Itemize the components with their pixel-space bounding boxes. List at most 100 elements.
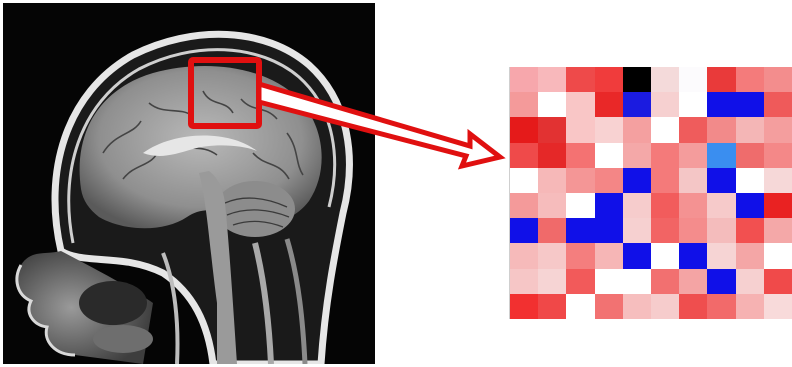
voxel-cell: [595, 67, 623, 92]
voxel-cell: [651, 92, 679, 117]
voxel-cell: [764, 67, 792, 92]
voxel-cell: [538, 67, 566, 92]
voxel-cell: [566, 92, 594, 117]
voxel-cell: [566, 67, 594, 92]
voxel-cell: [651, 67, 679, 92]
voxel-cell: [651, 143, 679, 168]
voxel-cell: [736, 143, 764, 168]
voxel-cell: [623, 193, 651, 218]
voxel-cell: [736, 218, 764, 243]
tongue: [93, 325, 153, 353]
voxel-cell: [566, 294, 594, 319]
voxel-cell: [538, 243, 566, 268]
voxel-cell: [510, 218, 538, 243]
voxel-cell: [651, 218, 679, 243]
voxel-cell: [651, 243, 679, 268]
voxel-cell: [679, 269, 707, 294]
voxel-cell: [510, 193, 538, 218]
voxel-cell: [707, 143, 735, 168]
voxel-cell: [566, 243, 594, 268]
voxel-cell: [764, 218, 792, 243]
voxel-cell: [764, 117, 792, 142]
voxel-cell: [651, 168, 679, 193]
voxel-cell: [707, 243, 735, 268]
voxel-cell: [566, 269, 594, 294]
voxel-cell: [510, 168, 538, 193]
voxel-cell: [764, 294, 792, 319]
voxel-cell: [764, 269, 792, 294]
voxel-cell: [595, 269, 623, 294]
voxel-cell: [538, 269, 566, 294]
voxel-cell: [651, 193, 679, 218]
voxel-cell: [595, 143, 623, 168]
voxel-cell: [510, 67, 538, 92]
voxel-cell: [679, 294, 707, 319]
voxel-cell: [623, 294, 651, 319]
voxel-cell: [623, 143, 651, 168]
voxel-cell: [566, 117, 594, 142]
voxel-cell: [595, 92, 623, 117]
sagittal-brain-mri-icon: [3, 3, 375, 364]
voxel-cell: [623, 168, 651, 193]
voxel-cell: [736, 168, 764, 193]
voxel-cell: [623, 218, 651, 243]
voxel-cell: [736, 243, 764, 268]
voxel-cell: [736, 117, 764, 142]
voxel-cell: [679, 143, 707, 168]
voxel-cell: [566, 193, 594, 218]
voxel-cell: [538, 193, 566, 218]
voxel-cell: [595, 294, 623, 319]
voxel-cell: [538, 117, 566, 142]
voxel-cell: [736, 67, 764, 92]
voxel-cell: [707, 67, 735, 92]
voxel-cell: [538, 218, 566, 243]
voxel-cell: [679, 193, 707, 218]
voxel-cell: [679, 168, 707, 193]
voxel-cell: [707, 117, 735, 142]
voxel-cell: [623, 117, 651, 142]
voxel-cell: [764, 193, 792, 218]
voxel-cell: [679, 92, 707, 117]
voxel-cell: [510, 117, 538, 142]
voxel-cell: [595, 193, 623, 218]
voxel-cell: [651, 294, 679, 319]
voxel-cell: [764, 92, 792, 117]
voxel-cell: [764, 168, 792, 193]
voxel-cell: [510, 92, 538, 117]
voxel-cell: [623, 269, 651, 294]
voxel-cell: [538, 168, 566, 193]
voxel-heatmap-grid: [509, 67, 792, 319]
voxel-cell: [595, 168, 623, 193]
voxel-cell: [736, 193, 764, 218]
voxel-cell: [707, 92, 735, 117]
voxel-cell: [510, 294, 538, 319]
voxel-cell: [707, 193, 735, 218]
nasal-cavity: [79, 281, 147, 325]
voxel-cell: [538, 143, 566, 168]
voxel-cell: [566, 218, 594, 243]
voxel-cell: [736, 294, 764, 319]
voxel-cell: [679, 243, 707, 268]
voxel-cell: [538, 92, 566, 117]
voxel-cell: [707, 269, 735, 294]
voxel-cell: [651, 269, 679, 294]
voxel-cell: [736, 269, 764, 294]
voxel-cell: [510, 269, 538, 294]
voxel-cell: [595, 218, 623, 243]
voxel-cell: [707, 168, 735, 193]
voxel-cell: [623, 67, 651, 92]
voxel-cell: [595, 117, 623, 142]
voxel-cell: [623, 92, 651, 117]
voxel-cell: [679, 218, 707, 243]
voxel-cell: [538, 294, 566, 319]
voxel-cell: [679, 67, 707, 92]
voxel-cell: [510, 143, 538, 168]
voxel-cell: [651, 117, 679, 142]
voxel-cell: [595, 243, 623, 268]
voxel-cell: [736, 92, 764, 117]
voxel-cell: [623, 243, 651, 268]
voxel-cell: [566, 143, 594, 168]
voxel-cell: [707, 294, 735, 319]
voxel-cell: [510, 243, 538, 268]
